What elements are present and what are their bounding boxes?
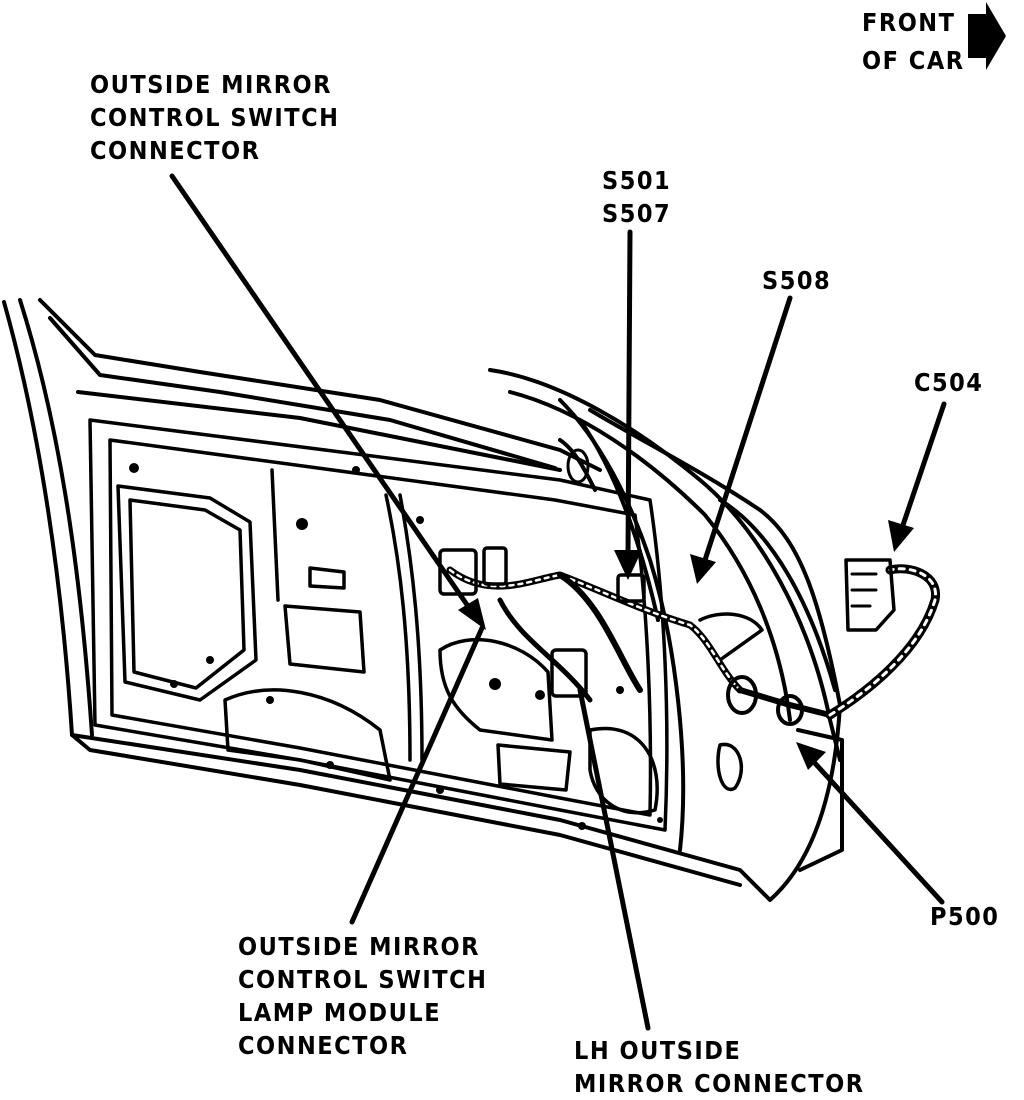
leader-lines [169, 173, 947, 1031]
inner-door-panel [88, 418, 764, 832]
front-of-car-arrow-icon [968, 2, 1006, 70]
s501-label: S501 [602, 166, 672, 195]
c504-label: C504 [914, 366, 983, 399]
label-line: OUTSIDE MIRROR [238, 932, 480, 961]
c504-text: C504 [914, 368, 984, 397]
lh-outside-mirror-connector-label: LH OUTSIDE MIRROR CONNECTOR [574, 1034, 865, 1100]
label-line: MIRROR CONNECTOR [574, 1069, 865, 1098]
wiring-harness [446, 566, 833, 726]
p500-text: P500 [930, 902, 1000, 931]
panel-fasteners [129, 463, 663, 830]
label-line: CONNECTOR [90, 136, 261, 165]
label-line: CONNECTOR [238, 1031, 409, 1060]
splice-s501-s507-label: S501 S507 [602, 164, 671, 230]
c504-pigtail [825, 558, 940, 720]
label-line: OUTSIDE MIRROR [90, 70, 332, 99]
s508-text: S508 [762, 266, 832, 295]
front-of-car-line-1: FRONT [862, 8, 956, 37]
outside-mirror-control-switch-connector-label: OUTSIDE MIRROR CONTROL SWITCH CONNECTOR [90, 68, 339, 167]
s508-label: S508 [762, 264, 831, 297]
label-line: LAMP MODULE [238, 998, 442, 1027]
front-of-car-line-2: OF CAR [862, 46, 965, 75]
label-line: CONTROL SWITCH [238, 965, 488, 994]
front-of-car-label: FRONT OF CAR [862, 4, 965, 80]
label-line: LH OUTSIDE [574, 1036, 742, 1065]
s507-label: S507 [602, 199, 672, 228]
panel-connectors [438, 546, 646, 698]
lamp-module-connector-label: OUTSIDE MIRROR CONTROL SWITCH LAMP MODUL… [238, 930, 487, 1062]
p500-label: P500 [930, 900, 999, 933]
label-line: CONTROL SWITCH [90, 103, 340, 132]
door-hinge-edge [488, 368, 844, 872]
door-outer-panel [2, 298, 842, 902]
